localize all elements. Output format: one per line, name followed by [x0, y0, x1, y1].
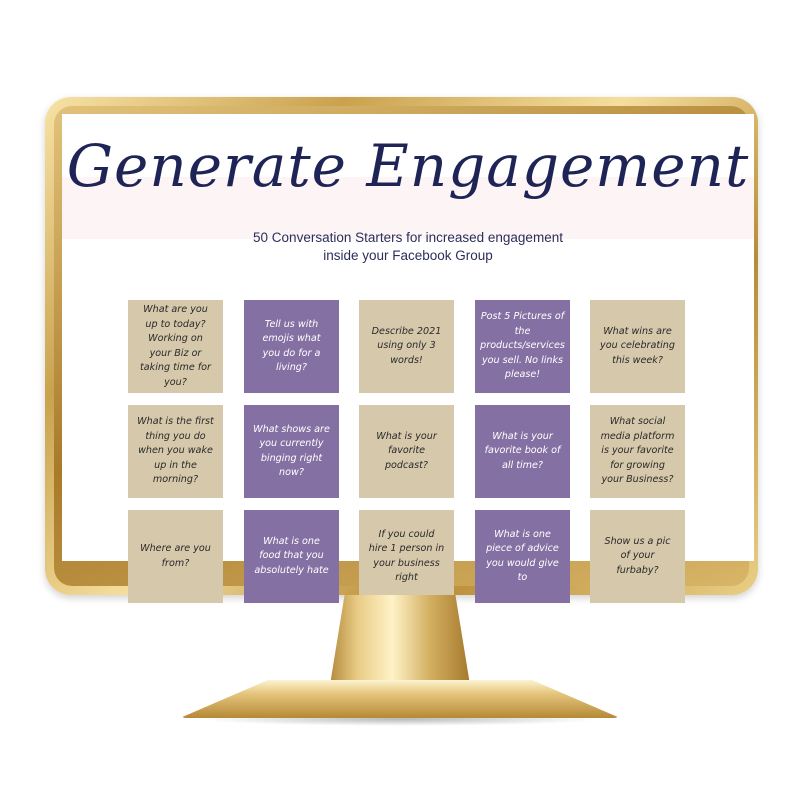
starter-card: What is your favorite book of all time?	[475, 405, 570, 498]
starter-card: What is one food that you absolutely hat…	[244, 510, 339, 603]
subtitle-line-2: inside your Facebook Group	[323, 248, 493, 263]
starter-card: What is the first thing you do when you …	[128, 405, 223, 498]
monitor-stand-neck	[329, 595, 471, 690]
monitor-stand-base	[180, 680, 620, 718]
starter-card: Describe 2021 using only 3 words!	[359, 300, 454, 393]
starter-card-text: If you could hire 1 person in your busin…	[368, 528, 445, 584]
starter-card-text: Tell us with emojis what you do for a li…	[262, 318, 321, 374]
starter-card: Tell us with emojis what you do for a li…	[244, 300, 339, 393]
starter-card-text: What are you up to today? Working on you…	[140, 304, 211, 388]
starter-card-text: What shows are you currently binging rig…	[253, 423, 330, 479]
page-subtitle: 50 Conversation Starters for increased e…	[212, 229, 604, 265]
starter-card: What are you up to today? Working on you…	[128, 300, 223, 393]
starter-card-text: Where are you from?	[140, 543, 211, 569]
starter-card-text: Describe 2021 using only 3 words!	[371, 325, 442, 366]
starter-card: What shows are you currently binging rig…	[244, 405, 339, 498]
starter-card: What is one piece of advice you would gi…	[475, 510, 570, 603]
subtitle-line-1: 50 Conversation Starters for increased e…	[253, 230, 563, 245]
starter-card-text: What is the first thing you do when you …	[137, 416, 214, 486]
starter-card-text: Show us a pic of your furbaby?	[604, 535, 671, 576]
starter-card-text: What social media platform is your favor…	[600, 416, 675, 486]
starter-card: What wins are you celebrating this week?	[590, 300, 685, 393]
starter-card-text: What is your favorite book of all time?	[484, 430, 561, 471]
starter-card-text: What wins are you celebrating this week?	[600, 325, 675, 366]
title-background-band	[62, 177, 754, 239]
starter-card: What social media platform is your favor…	[590, 405, 685, 498]
starter-card: Where are you from?	[128, 510, 223, 603]
conversation-starter-grid: What are you up to today? Working on you…	[128, 300, 688, 603]
starter-card: Show us a pic of your furbaby?	[590, 510, 685, 603]
starter-card-text: Post 5 Pictures of the products/services…	[480, 311, 565, 381]
starter-card-text: What is one food that you absolutely hat…	[254, 535, 329, 576]
starter-card: What is your favorite podcast?	[359, 405, 454, 498]
monitor-screen: Generate Engagement 50 Conversation Star…	[62, 114, 754, 603]
page-title: Generate Engagement	[66, 132, 750, 200]
starter-card: Post 5 Pictures of the products/services…	[475, 300, 570, 393]
starter-card: If you could hire 1 person in your busin…	[359, 510, 454, 603]
starter-card-text: What is your favorite podcast?	[376, 430, 437, 471]
starter-card-text: What is one piece of advice you would gi…	[486, 528, 559, 584]
